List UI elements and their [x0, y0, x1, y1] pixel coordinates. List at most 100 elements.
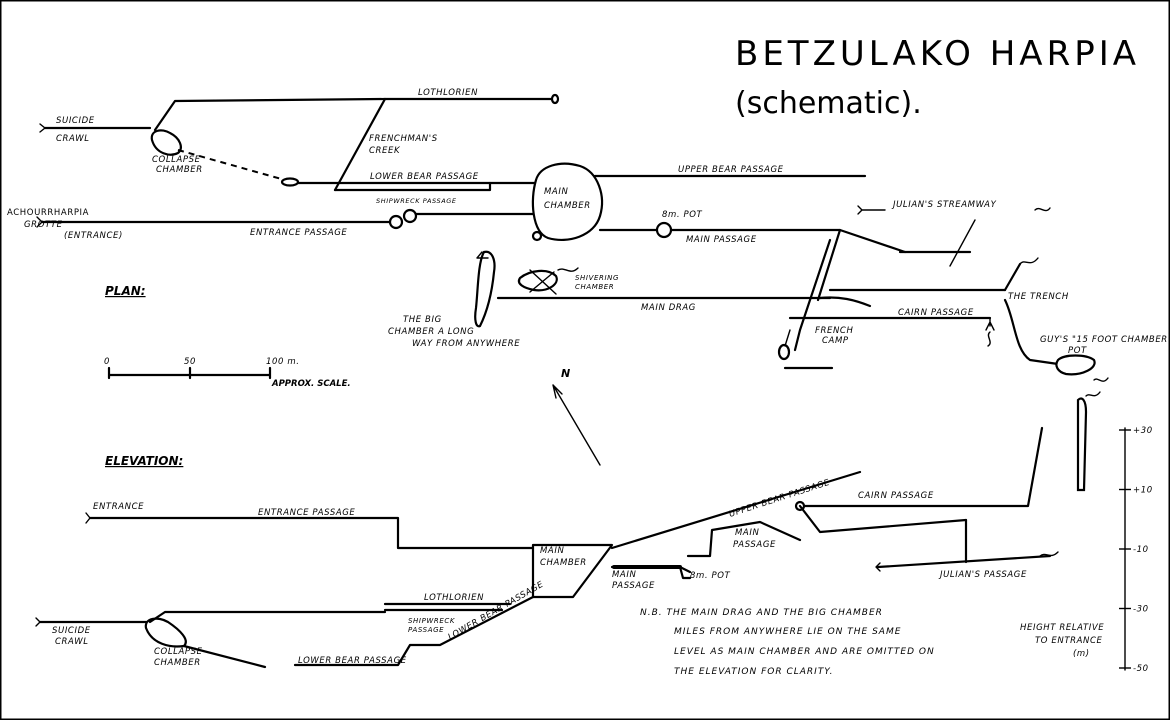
plan-suicide-entry-mark — [39, 123, 46, 133]
height-axis-tick-label: +30 — [1133, 426, 1153, 436]
axis-caption-2: TO ENTRANCE — [1035, 636, 1103, 646]
plan-label-achour: ACHOURRHARPIA — [7, 208, 89, 218]
plan-label-big-3: WAY FROM ANYWHERE — [412, 339, 520, 349]
elevation-heading: ELEVATION: — [105, 454, 183, 468]
plan-label-big-1: THE BIG — [403, 315, 442, 325]
plan-label-crawl: CRAWL — [56, 134, 90, 144]
elev-cairn-passage — [798, 426, 1044, 508]
north-label: N — [561, 367, 570, 380]
plan-label-creek: CREEK — [369, 146, 401, 156]
plan-label-entrance-passage: ENTRANCE PASSAGE — [250, 228, 347, 238]
plan-label-main-passage: MAIN PASSAGE — [686, 235, 757, 245]
elev-lower-bear-passage — [293, 595, 535, 667]
diagram-subtitle: (schematic). — [735, 86, 922, 121]
note-line-2: MILES FROM ANYWHERE LIE ON THE SAME — [674, 627, 901, 637]
plan-trench-squiggle-2 — [987, 331, 991, 347]
plan-label-suicide: SUICIDE — [56, 116, 95, 126]
elev-label-cairn: CAIRN PASSAGE — [858, 491, 934, 501]
note-line-1: N.B. THE MAIN DRAG AND THE BIG CHAMBER — [640, 608, 883, 618]
plan-french-camp-drop — [784, 329, 791, 347]
note-line-4: THE ELEVATION FOR CLARITY. — [674, 667, 834, 677]
plan-guys-squiggle — [1093, 377, 1109, 382]
elev-main-passage-b — [686, 520, 802, 558]
plan-label-shivering-2: CHAMBER — [575, 283, 614, 291]
elev-julians-arrow — [875, 562, 881, 572]
plan-label-main-chamber-1: MAIN — [544, 187, 568, 197]
elev-julians-passage — [876, 554, 1052, 569]
elev-8m-pot — [678, 565, 692, 580]
plan-label-8m-pot: 8m. POT — [662, 210, 703, 220]
plan-shipwreck-pot — [388, 214, 404, 230]
elev-label-main-passage-b2: PASSAGE — [612, 581, 655, 591]
plan-lothlorien-end — [550, 93, 560, 105]
plan-guys-pot — [1055, 354, 1096, 376]
plan-label-big-2: CHAMBER A LONG — [388, 327, 474, 337]
height-axis-tick-label: -30 — [1133, 605, 1149, 615]
scale-caption: APPROX. SCALE. — [271, 379, 351, 389]
plan-label-french-2: CAMP — [822, 336, 849, 346]
elev-label-collapse: COLLAPSE — [154, 647, 203, 657]
elev-label-main-chamber-2: CHAMBER — [540, 558, 587, 568]
plan-julians-arrow — [857, 205, 886, 215]
scale-bar — [107, 366, 272, 380]
elev-cairn-lower — [798, 504, 968, 534]
plan-label-main-chamber-2: CHAMBER — [544, 201, 591, 211]
plan-heading: PLAN: — [105, 284, 146, 298]
plan-label-guys-1: GUY'S "15 FOOT CHAMBER — [1040, 335, 1168, 345]
elev-label-lower-bear: LOWER BEAR PASSAGE — [298, 656, 407, 666]
plan-shipwreck-pot-2 — [402, 208, 418, 224]
plan-label-guys-2: POT — [1068, 346, 1087, 356]
height-axis-tick-label: -50 — [1133, 664, 1149, 674]
plan-lower-bear-loop — [333, 181, 492, 192]
elev-label-main-passage-1: MAIN — [735, 528, 759, 538]
plan-trench-squiggle — [1019, 257, 1039, 265]
plan-main-chamber-pot — [531, 230, 543, 242]
height-axis-ticks: +30+10-10-30-50 — [1119, 426, 1153, 674]
elev-collapse-down — [182, 644, 267, 669]
plan-label-frenchmans: FRENCHMAN'S — [369, 134, 438, 144]
plan-label-trench: THE TRENCH — [1008, 292, 1069, 302]
plan-french-camp-link — [793, 238, 832, 352]
elev-julians-squiggle — [1039, 551, 1059, 557]
plan-label-french-1: FRENCH — [815, 326, 853, 336]
elev-label-crawl: CRAWL — [55, 637, 89, 647]
plan-label-entrance: (ENTRANCE) — [64, 231, 123, 241]
elev-label-shipwreck-2: PASSAGE — [408, 626, 444, 634]
plan-label-upper-bear: UPPER BEAR PASSAGE — [678, 165, 784, 175]
elev-label-entrance: ENTRANCE — [93, 502, 144, 512]
height-axis-tick-label: -10 — [1133, 545, 1149, 555]
elev-suicide-mark — [35, 617, 41, 627]
elev-lothlorien — [383, 602, 512, 612]
plan-label-shivering-1: SHIVERING — [575, 274, 619, 282]
plan-label-main-drag: MAIN DRAG — [641, 303, 696, 313]
plan-julians-squiggle — [1034, 207, 1051, 212]
axis-caption-1: HEIGHT RELATIVE — [1020, 623, 1104, 633]
plan-label-lower-bear: LOWER BEAR PASSAGE — [370, 172, 479, 182]
elev-upper-bear-passage — [610, 470, 862, 550]
plan-main-drag-curve — [818, 296, 872, 308]
elev-label-upper-bear: UPPER BEAR PASSAGE — [728, 478, 832, 520]
plan-8m-pot — [655, 221, 673, 239]
elev-guys-pot — [1076, 397, 1088, 492]
elev-label-suicide: SUICIDE — [52, 626, 91, 636]
elev-label-main-passage-2: PASSAGE — [733, 540, 776, 550]
elev-guys-squiggle — [1085, 391, 1101, 397]
axis-caption-3: (m) — [1073, 649, 1090, 659]
plan-main-passage-down — [816, 228, 842, 302]
plan-shivering-cross — [529, 269, 557, 295]
plan-label-grotte: GROTTE — [24, 220, 63, 230]
plan-main-chamber — [531, 162, 604, 242]
plan-julians-cross — [949, 219, 976, 267]
elev-label-entrance-passage: ENTRANCE PASSAGE — [258, 508, 355, 518]
note-block: N.B. THE MAIN DRAG AND THE BIG CHAMBER M… — [640, 608, 934, 677]
plan-collapse-chamber — [150, 129, 182, 156]
elev-collapse-up — [148, 610, 387, 624]
elev-label-shipwreck-1: SHIPWRECK — [408, 617, 456, 625]
plan-frenchmans-creek — [333, 97, 387, 192]
elev-label-julians: JULIAN'S PASSAGE — [938, 570, 1027, 580]
plan-label-collapse-chamber: CHAMBER — [156, 165, 203, 175]
scale-100: 100 m. — [266, 357, 300, 367]
